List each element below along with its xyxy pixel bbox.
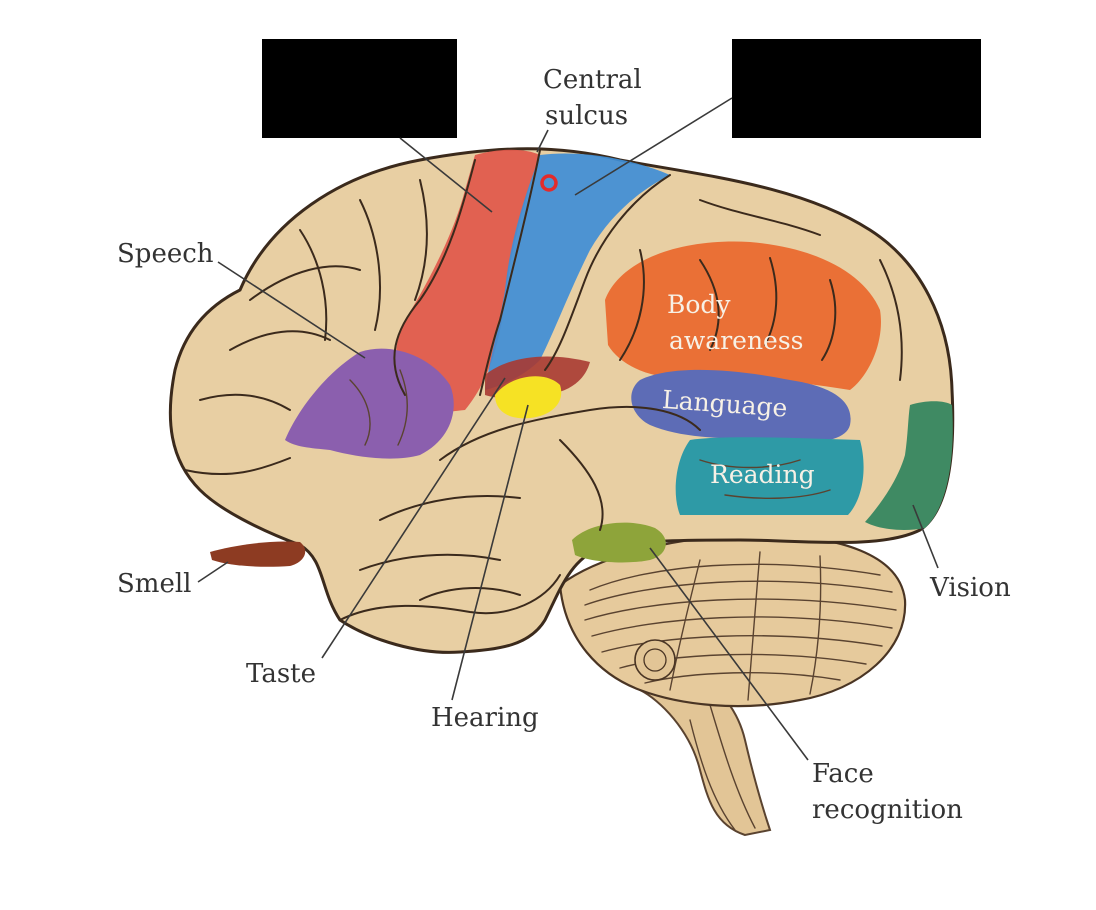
marker-dot	[540, 174, 558, 192]
leader-lines	[197, 97, 939, 761]
body-awareness-region	[605, 241, 881, 390]
motor-cortex-region	[395, 149, 540, 413]
vision-region	[865, 401, 953, 530]
face-recognition-region	[572, 522, 666, 563]
label-body-awareness-line1: Body	[667, 290, 731, 319]
label-vision: Vision	[929, 573, 1011, 603]
label-body-awareness-line2: awareness	[669, 326, 804, 355]
sensory-cortex-region	[485, 153, 670, 390]
label-taste: Taste	[246, 659, 316, 689]
language-region	[631, 369, 851, 443]
label-speech: Speech	[117, 239, 214, 269]
label-reading: Reading	[710, 460, 815, 489]
redacted-label-box-right	[732, 39, 981, 138]
label-hearing: Hearing	[431, 703, 539, 733]
brain-stem	[637, 673, 772, 837]
label-central-sulcus-line2: sulcus	[545, 101, 628, 131]
cortex-folds	[184, 149, 903, 601]
hearing-region	[495, 376, 562, 419]
label-smell: Smell	[117, 569, 191, 599]
smell-region	[210, 541, 306, 567]
redacted-label-box-left	[262, 39, 457, 138]
label-central-sulcus-line1: Central	[543, 65, 642, 95]
reading-region	[675, 437, 864, 515]
speech-region	[285, 348, 454, 459]
label-face-recognition-line1: Face	[812, 759, 874, 789]
label-face-recognition-line2: recognition	[812, 795, 963, 825]
